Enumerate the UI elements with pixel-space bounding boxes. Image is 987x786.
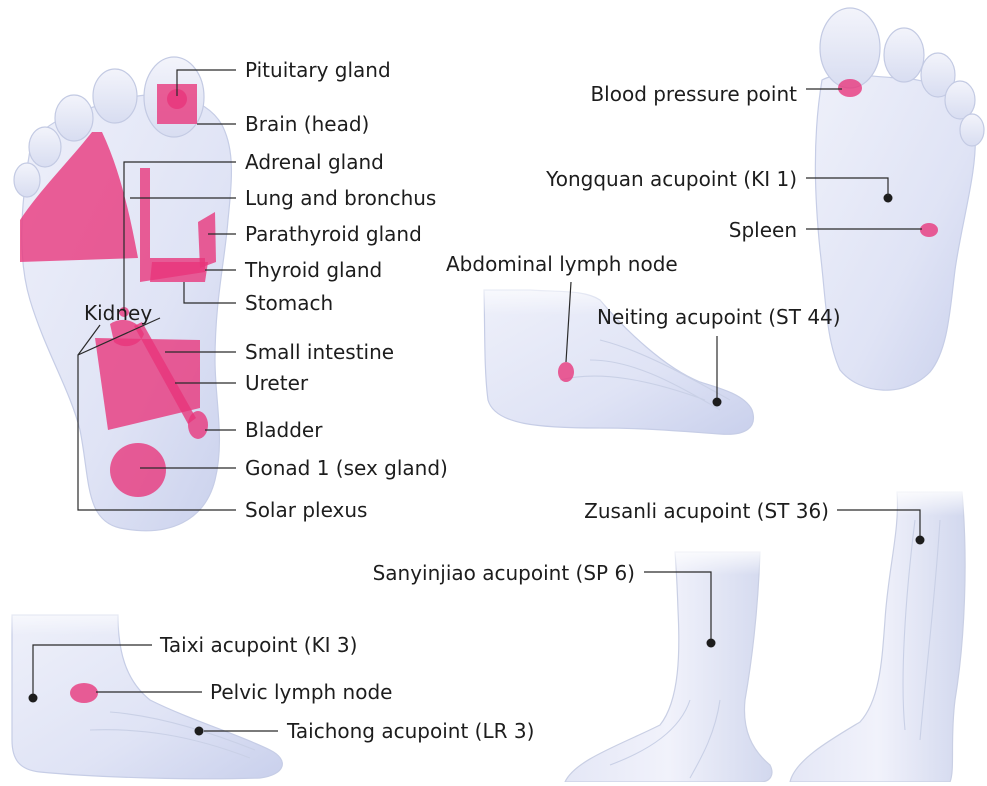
label-taichong: Taichong acupoint (LR 3)	[286, 719, 534, 743]
label-pituitary: Pituitary gland	[245, 58, 391, 82]
zusanli-point	[916, 536, 925, 545]
spleen-zone	[920, 223, 938, 237]
label-sanyinjiao: Sanyinjiao acupoint (SP 6)	[373, 561, 635, 585]
label-brain: Brain (head)	[245, 112, 369, 136]
toe-2	[93, 69, 137, 123]
pelvic-lymph-zone	[70, 683, 98, 703]
toe-3	[55, 95, 93, 141]
label-gonad: Gonad 1 (sex gland)	[245, 456, 448, 480]
middle-leg-fade	[665, 545, 775, 575]
right-sole-illustration	[815, 8, 984, 390]
bottom-foot-labels: Taixi acupoint (KI 3) Pelvic lymph node …	[159, 633, 534, 743]
label-lung: Lung and bronchus	[245, 186, 436, 210]
label-spleen: Spleen	[729, 218, 797, 242]
right-leg-illustration	[790, 486, 980, 782]
right-toe-4	[945, 81, 975, 119]
label-adrenal: Adrenal gland	[245, 150, 384, 174]
blood-pressure-zone	[838, 79, 862, 97]
right-sole-labels: Blood pressure point Yongquan acupoint (…	[545, 82, 797, 242]
label-ureter: Ureter	[245, 371, 309, 395]
right-toe-2	[884, 28, 924, 82]
left-sole-illustration	[14, 57, 231, 531]
gonad-zone	[110, 443, 166, 497]
label-yongquan: Yongquan acupoint (KI 1)	[545, 167, 797, 191]
bladder-zone	[188, 411, 208, 439]
label-bladder: Bladder	[245, 418, 323, 442]
middle-side-foot-illustration	[480, 275, 753, 434]
right-big-toe	[820, 8, 880, 88]
toe-5	[14, 163, 40, 197]
label-pelvic-lymph: Pelvic lymph node	[210, 680, 392, 704]
bottom-foot-fade	[8, 600, 138, 635]
right-sole-outline	[815, 75, 975, 390]
abdominal-lymph-zone	[558, 362, 574, 382]
label-neiting: Neiting acupoint (ST 44)	[597, 305, 841, 329]
label-kidney: Kidney	[84, 301, 152, 325]
label-blood-pressure: Blood pressure point	[590, 82, 797, 106]
middle-foot-fade	[480, 275, 610, 315]
right-leg-fade	[880, 486, 980, 516]
right-toe-5	[960, 114, 984, 146]
neiting-point	[713, 398, 722, 407]
label-solar-plexus: Solar plexus	[245, 498, 367, 522]
label-small-intestine: Small intestine	[245, 340, 394, 364]
label-abdominal-lymph: Abdominal lymph node	[446, 252, 678, 276]
taichong-point	[195, 727, 204, 736]
label-zusanli: Zusanli acupoint (ST 36)	[584, 499, 829, 523]
middle-leg-outline	[565, 552, 772, 782]
label-taixi: Taixi acupoint (KI 3)	[159, 633, 357, 657]
label-thyroid: Thyroid gland	[244, 258, 382, 282]
label-stomach: Stomach	[245, 291, 333, 315]
label-parathyroid: Parathyroid gland	[245, 222, 422, 246]
stomach-zone	[150, 262, 208, 282]
taixi-point	[29, 694, 38, 703]
sanyinjiao-point	[707, 639, 716, 648]
toe-4	[29, 127, 61, 167]
